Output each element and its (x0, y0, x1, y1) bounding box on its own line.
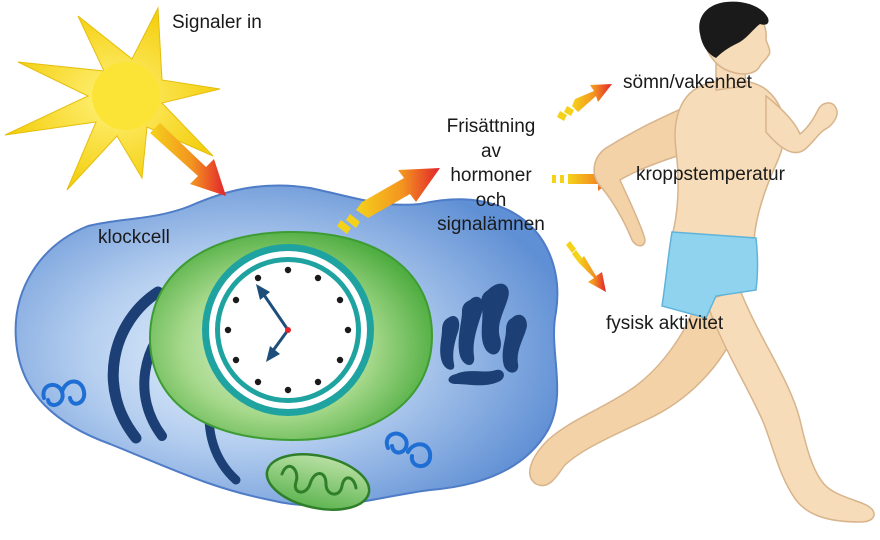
clock-hour-dot (254, 274, 262, 282)
clock-hour-dot (284, 266, 292, 274)
sun-icon (4, 6, 221, 191)
arrow-cell-to-release (337, 168, 440, 234)
arrow-sun-to-cell (150, 123, 226, 196)
clock-hour-dot (314, 274, 322, 282)
clock-hour-dot (336, 356, 344, 364)
vesicle-icon (41, 379, 87, 408)
golgi-icon (440, 283, 527, 386)
release-label: Frisättning av hormoner och signalämnen (436, 115, 546, 238)
hair-icon (699, 1, 769, 59)
release-line-2: av (480, 140, 502, 162)
clock-hour-dot (254, 378, 262, 386)
arrow-to-sleep (557, 84, 612, 121)
clock-face-icon (202, 244, 374, 416)
clock-hour-dot (336, 296, 344, 304)
shorts-icon (661, 231, 759, 319)
clock-hour-dot (232, 356, 240, 364)
physical-activity-label: fysisk aktivitet (606, 313, 724, 334)
clock-hour-dot (314, 378, 322, 386)
arrow-to-activity (566, 241, 606, 292)
runner-figure (529, 1, 875, 523)
clock-cell-label: klockcell (98, 227, 170, 248)
release-line-1: Frisättning (446, 116, 536, 137)
sleep-wake-label: sömn/vakenhet (623, 72, 752, 93)
release-line-5: signalämnen (437, 214, 545, 235)
vesicle-icon-2 (384, 431, 433, 468)
mitochondrion-icon (265, 453, 371, 511)
signals-in-label: Signaler in (172, 12, 262, 33)
clock-hour-dot (232, 296, 240, 304)
body-temperature-label: kroppstemperatur (636, 164, 785, 185)
clock-hour-dot (224, 326, 232, 334)
release-line-3: hormoner (450, 165, 532, 186)
release-line-4: och (475, 189, 507, 211)
clock-hour-dot (344, 326, 352, 334)
clock-hour-dot (284, 386, 292, 394)
